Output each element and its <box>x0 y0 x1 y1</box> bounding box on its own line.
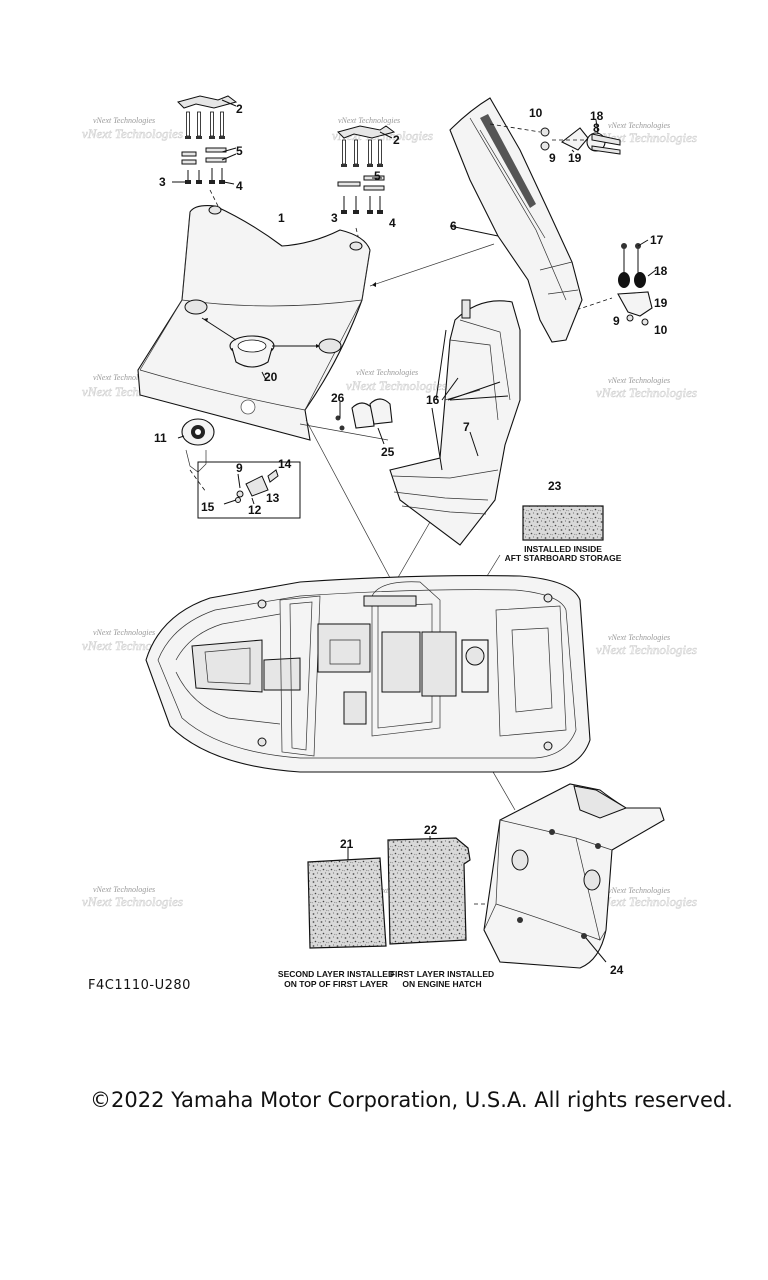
hardware-right <box>617 239 657 326</box>
notes: INSTALLED INSIDE AFT STARBOARD STORAGE S… <box>278 544 622 989</box>
hardware-top-right <box>489 119 621 155</box>
carpet-23 <box>522 505 604 541</box>
callout-26: 26 <box>331 391 345 405</box>
clips <box>335 398 393 445</box>
note-22-line-2: ON ENGINE HATCH <box>402 979 481 989</box>
callout-14: 14 <box>278 457 292 471</box>
watermark-3-ghost: vNext Technologies <box>596 130 697 145</box>
callout-4-b: 4 <box>389 216 396 230</box>
switch-assembly <box>177 418 301 519</box>
callout-9-b: 9 <box>613 314 620 328</box>
watermark-1-ghost: vNext Technologies <box>82 126 183 141</box>
callout-6: 6 <box>450 219 457 233</box>
watermark-7: vNext Technologies <box>93 628 155 637</box>
note-21-line-2: ON TOP OF FIRST LAYER <box>284 979 388 989</box>
boat-hull <box>145 575 591 773</box>
watermark-9: vNext Technologies <box>93 885 155 894</box>
callout-16: 16 <box>426 393 440 407</box>
callout-3-b: 3 <box>331 211 338 225</box>
note-21-line-1: SECOND LAYER INSTALLED <box>278 969 394 979</box>
watermark-3: vNext Technologies <box>608 121 670 130</box>
watermark-5-ghost: vNext Technologies <box>346 378 447 393</box>
callout-10-b: 10 <box>654 323 668 337</box>
callout-5-b: 5 <box>374 169 381 183</box>
hardware-stack-center <box>337 125 396 245</box>
callout-24: 24 <box>610 963 624 977</box>
callout-18-b: 18 <box>654 264 668 278</box>
callout-2-b: 2 <box>393 133 400 147</box>
callout-19-b: 19 <box>654 296 668 310</box>
callout-8: 8 <box>593 121 600 135</box>
carpet-22 <box>387 836 471 945</box>
callout-5-a: 5 <box>236 144 243 158</box>
callout-20: 20 <box>264 370 278 384</box>
callout-3-a: 3 <box>159 175 166 189</box>
callout-1: 1 <box>278 211 285 225</box>
callout-10-a: 10 <box>529 106 543 120</box>
watermarks: vNext Technologies vNext Technologies vN… <box>82 116 698 909</box>
callout-25: 25 <box>381 445 395 459</box>
watermark-11: vNext Technologies <box>608 886 670 895</box>
callout-2-a: 2 <box>236 102 243 116</box>
note-22-line-1: FIRST LAYER INSTALLED <box>390 969 494 979</box>
engine-hatch <box>483 783 665 969</box>
part-code: F4C1110-U280 <box>88 978 191 993</box>
side-rail <box>449 97 583 343</box>
bow-side-panel <box>389 299 521 546</box>
note-23-line-2: AFT STARBOARD STORAGE <box>505 553 622 563</box>
hardware-stack-left <box>172 95 238 207</box>
callout-9-c: 9 <box>236 461 243 475</box>
callout-18-a: 18 <box>590 109 604 123</box>
watermark-8-ghost: vNext Technologies <box>596 642 697 657</box>
watermark-1: vNext Technologies <box>93 116 155 125</box>
callout-21: 21 <box>340 837 354 851</box>
callout-11: 11 <box>154 431 167 445</box>
copyright-notice: ©2022 Yamaha Motor Corporation, U.S.A. A… <box>90 1088 733 1112</box>
watermark-6: vNext Technologies <box>608 376 670 385</box>
watermark-11-ghost: vNext Technologies <box>596 894 697 909</box>
callout-12: 12 <box>248 503 262 517</box>
callouts: 2 5 3 4 2 5 3 4 1 6 10 9 19 18 8 17 18 1… <box>154 102 668 977</box>
watermark-8: vNext Technologies <box>608 633 670 642</box>
callout-22: 22 <box>424 823 438 837</box>
note-23-line-1: INSTALLED INSIDE <box>524 544 602 554</box>
watermark-2: vNext Technologies <box>338 116 400 125</box>
callout-4-a: 4 <box>236 179 243 193</box>
watermark-9-ghost: vNext Technologies <box>82 894 183 909</box>
callout-15: 15 <box>201 500 215 514</box>
callout-7: 7 <box>463 420 470 434</box>
callout-17: 17 <box>650 233 664 247</box>
callout-23: 23 <box>548 479 562 493</box>
callout-9-a: 9 <box>549 151 556 165</box>
backrest-panel <box>137 205 371 441</box>
watermark-4: vNext Technologies <box>93 373 155 382</box>
callout-13: 13 <box>266 491 280 505</box>
carpet-21 <box>307 848 387 949</box>
watermark-5: vNext Technologies <box>356 368 418 377</box>
callout-19-a: 19 <box>568 151 582 165</box>
cup-holder <box>201 317 320 381</box>
watermark-6-ghost: vNext Technologies <box>596 385 697 400</box>
